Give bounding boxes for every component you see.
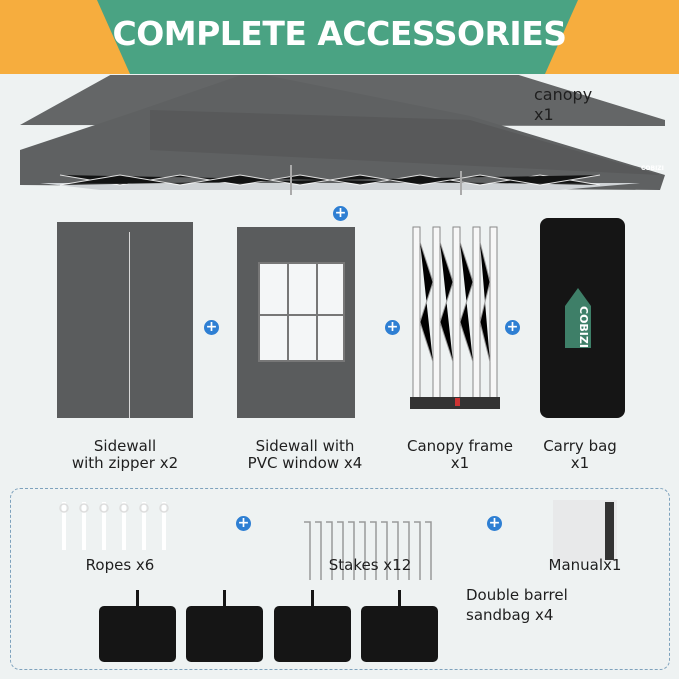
pvc-window <box>258 262 345 362</box>
sidewall-zipper-image <box>57 222 193 418</box>
frame-label: Canopy frame x1 <box>407 437 513 472</box>
carry-bag-image: COBIZI <box>540 218 625 418</box>
plus-icon: + <box>385 319 400 335</box>
small-accessories-box <box>10 488 670 670</box>
sandbag-label: Double barrel sandbag x4 <box>466 586 568 624</box>
frame-image <box>410 226 500 409</box>
ropes-image <box>59 502 169 550</box>
sandbags-image <box>99 590 438 662</box>
canopy-logo: COBIZI <box>641 165 664 172</box>
page-title: COMPLETE ACCESSORIES <box>112 14 567 53</box>
sidewall-window-label: Sidewall with PVC window x4 <box>247 437 363 472</box>
carry-bag-label: Carry bag x1 <box>543 437 617 472</box>
plus-icon: + <box>236 515 251 531</box>
bag-logo: COBIZI <box>577 306 590 348</box>
canopy-label: canopy x1 <box>534 85 593 124</box>
banner-shape <box>97 0 578 74</box>
manual-image <box>553 500 617 562</box>
plus-icon: + <box>333 205 348 221</box>
stakes-label: Stakes x12 <box>328 556 412 574</box>
plus-icon: + <box>204 319 219 335</box>
sidewall-window-image <box>237 227 355 418</box>
canopy-image <box>20 75 665 195</box>
zipper-line <box>129 232 130 418</box>
plus-icon: + <box>487 515 502 531</box>
plus-icon: + <box>505 319 520 335</box>
stakes-image <box>304 521 432 580</box>
manual-label: Manualx1 <box>548 556 622 574</box>
ropes-label: Ropes x6 <box>85 556 155 574</box>
sidewall-zipper-label: Sidewall with zipper x2 <box>71 437 179 472</box>
header-banner <box>0 0 679 74</box>
